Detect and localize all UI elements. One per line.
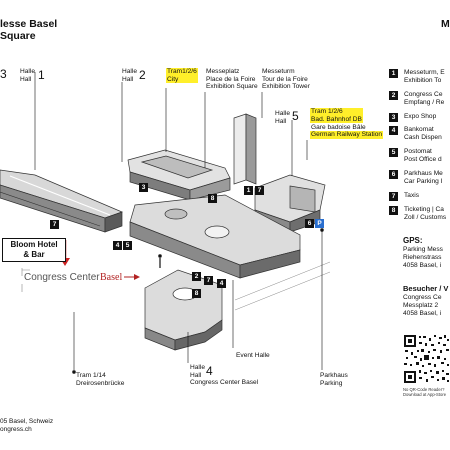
legend-number-badge: 5: [389, 148, 398, 157]
legend-item: 1 Messeturm, E Exhibition To: [389, 69, 445, 85]
hall-dome: [204, 225, 230, 239]
map-badge-7c: 7: [204, 276, 213, 285]
gps-text: Parking Mess Riehenstrass 4058 Basel, i: [403, 246, 443, 269]
hall4-number: 4: [206, 364, 213, 378]
messeturm-label: Messeturm Tour de la Foire Exhibition To…: [262, 68, 310, 91]
page-title: lesse Basel Square: [0, 18, 58, 42]
legend-item: 7 Taxis: [389, 192, 419, 201]
legend-number-badge: 4: [389, 126, 398, 135]
hall5-cylinder: [289, 185, 316, 213]
map-badge-8a: 8: [208, 194, 217, 203]
messeturm-side: [245, 113, 257, 185]
legend-item: 3 Expo Shop: [389, 113, 436, 122]
legend-item-text: Congress Ce Empfang / Re: [404, 91, 445, 106]
legend-item: 5 Postomat Post Office d: [389, 148, 442, 164]
map-badge-2: 2: [192, 272, 201, 281]
parkhaus-label: Parkhaus Parking: [320, 372, 348, 387]
map-badge-3: 3: [139, 183, 148, 192]
legend-item-text: Expo Shop: [404, 113, 437, 120]
map-badge-7a: 7: [255, 186, 264, 195]
map-badge-p: P: [315, 219, 324, 228]
legend-item-text: Parkhaus Me Car Parking I: [404, 170, 443, 185]
german-station-label: German Railway Station: [310, 131, 384, 139]
gare-label: Gare badoise Bâle: [311, 124, 366, 131]
legend-number-badge: 1: [389, 69, 398, 78]
legend-number-badge: 8: [389, 206, 398, 215]
legend-item: 8 Ticketing | Ca Zoll / Customs: [389, 206, 446, 222]
legend-item-text: Bankomat Cash Dispen: [404, 126, 442, 141]
legend-item: 4 Bankomat Cash Dispen: [389, 126, 442, 142]
basel-label: Basel: [100, 272, 123, 283]
messeplatz-label: Messeplatz Place de la Foire Exhibition …: [206, 68, 258, 91]
legend-number-badge: 7: [389, 192, 398, 201]
legend-number-badge: 3: [389, 113, 398, 122]
basel-arrow-head: [134, 274, 140, 280]
congress-bracket: [21, 268, 30, 292]
legend-item: 6 Parkhaus Me Car Parking I: [389, 170, 443, 186]
legend-title: M: [441, 18, 450, 30]
central-hall-front: [239, 249, 301, 279]
qr-code: [403, 334, 450, 384]
tram14-label: Tram 1/14 Dreirosenbrücke: [76, 372, 125, 387]
legend-item: 2 Congress Ce Empfang / Re: [389, 91, 444, 107]
legend-item-text: Taxis: [404, 192, 420, 199]
hall5-label: Halle Hall: [275, 110, 291, 125]
congress-center-label: Congress Center: [24, 272, 100, 283]
legend-item-text: Messeturm, E Exhibition To: [404, 69, 445, 84]
map-badge-6: 6: [305, 219, 314, 228]
qr-caption: No QR-Code Reader? Download at App-Store: [403, 387, 447, 397]
gps-title: GPS:: [403, 236, 423, 245]
map-badge-4a: 4: [113, 241, 122, 250]
event-halle-label: Event Halle: [236, 352, 270, 359]
footer-address: 05 Basel, Schweiz ongress.ch: [0, 418, 54, 433]
legend-number-badge: 2: [389, 91, 398, 100]
besucher-title: Besucher / V: [403, 284, 449, 293]
map-badge-1: 1: [244, 186, 253, 195]
map-badge-5: 5: [123, 241, 132, 250]
map-badge-7b: 7: [50, 220, 59, 229]
legend-item-text: Ticketing | Ca Zoll / Customs: [404, 206, 447, 221]
legend-number-badge: 6: [389, 170, 398, 179]
hall3-number: 3: [0, 67, 7, 81]
besucher-text: Congress Ce Messplatz 2 4058 Basel, i: [403, 294, 442, 317]
hall2-number: 2: [139, 68, 146, 82]
hall1-number: 1: [38, 68, 45, 82]
hall1-inner: [140, 155, 214, 179]
legend-item-text: Postomat Post Office d: [404, 148, 442, 163]
tram-bad-label: Tram 1/2/6 Bad. Bahnhof DB: [310, 108, 363, 124]
map-badge-4b: 4: [217, 279, 226, 288]
footer-website[interactable]: ongress.ch: [0, 426, 32, 433]
congress-center-basel-label: Congress Center Basel: [190, 379, 259, 386]
venue-map: [0, 72, 331, 374]
hall2-label: Halle Hall: [122, 68, 138, 83]
hall5-number: 5: [292, 109, 299, 123]
bloom-hotel-label: Bloom Hotel & Bar: [2, 238, 66, 262]
map-badge-8b: 8: [192, 289, 201, 298]
tram-city-label: Tram1/2/6 City: [166, 68, 198, 84]
hall3-front: [104, 211, 123, 233]
hall1-front: [189, 177, 231, 201]
hall4-label: Halle Hall: [190, 364, 206, 379]
messeplatz-circle: [164, 208, 188, 220]
messeturm-face: [233, 113, 247, 185]
hall1-label: Halle Hall: [20, 68, 36, 83]
congress-front: [174, 319, 223, 351]
